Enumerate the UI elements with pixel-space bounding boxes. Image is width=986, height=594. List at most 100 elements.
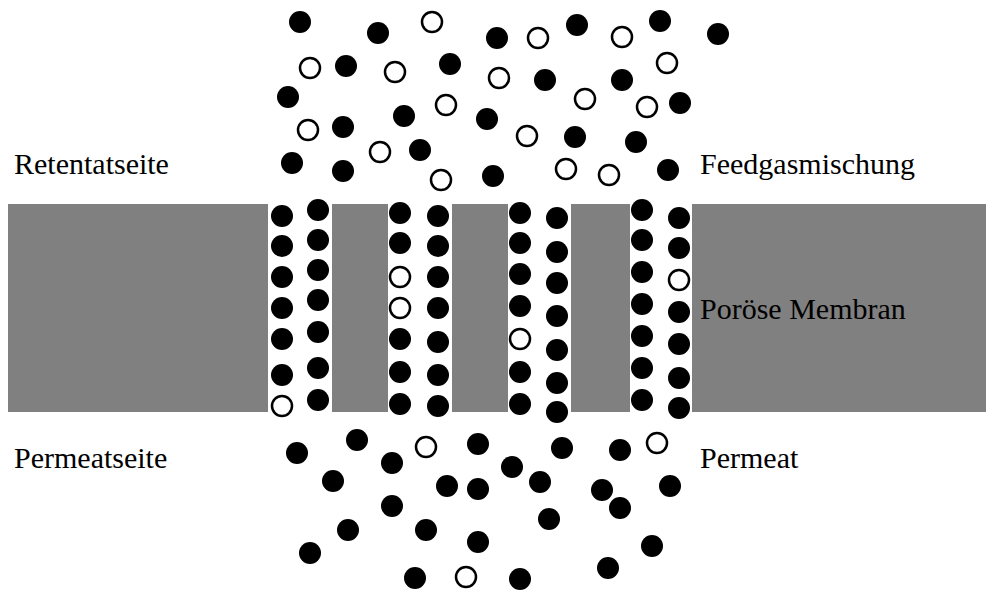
filled-molecule (538, 508, 560, 530)
filled-molecule (631, 229, 653, 251)
filled-molecule (322, 470, 344, 492)
filled-molecule (271, 235, 293, 257)
open-molecule (489, 68, 509, 88)
filled-molecule (307, 321, 329, 343)
filled-molecule (332, 116, 354, 138)
side-label: Retentatseite (14, 147, 169, 180)
filled-molecule (307, 389, 329, 411)
filled-molecule (367, 22, 389, 44)
filled-molecule (307, 289, 329, 311)
filled-molecule (668, 367, 690, 389)
filled-molecule (546, 272, 568, 294)
membrane-band (8, 204, 986, 412)
filled-molecule (509, 295, 531, 317)
open-molecule (657, 53, 677, 73)
filled-molecule (625, 131, 647, 153)
open-molecule (390, 298, 410, 318)
gas-molecules (271, 10, 729, 590)
open-molecule (456, 567, 476, 587)
filled-molecule (482, 165, 504, 187)
filled-molecule (381, 495, 403, 517)
filled-molecule (427, 331, 449, 353)
filled-molecule (546, 305, 568, 327)
filled-molecule (591, 479, 613, 501)
filled-molecule (476, 108, 498, 130)
filled-molecule (389, 393, 411, 415)
filled-molecule (467, 478, 489, 500)
open-molecule (528, 28, 548, 48)
filled-molecule (393, 105, 415, 127)
stream-label: Feedgasmischung (700, 147, 915, 180)
filled-molecule (289, 11, 311, 33)
filled-molecule (566, 14, 588, 36)
open-molecule (669, 270, 689, 290)
open-molecule (422, 12, 442, 32)
filled-molecule (668, 397, 690, 419)
filled-molecule (332, 160, 354, 182)
filled-molecule (534, 69, 556, 91)
filled-molecule (546, 207, 568, 229)
filled-molecule (486, 27, 508, 49)
filled-molecule (509, 263, 531, 285)
filled-molecule (415, 519, 437, 541)
filled-molecule (668, 333, 690, 355)
filled-molecule (427, 297, 449, 319)
filled-molecule (436, 475, 458, 497)
filled-molecule (546, 401, 568, 423)
filled-molecule (389, 328, 411, 350)
open-molecule (385, 62, 405, 82)
filled-molecule (281, 152, 303, 174)
filled-molecule (271, 328, 293, 350)
filled-molecule (501, 456, 523, 478)
filled-molecule (271, 205, 293, 227)
open-molecule (431, 170, 451, 190)
filled-molecule (509, 361, 531, 383)
filled-molecule (546, 372, 568, 394)
filled-molecule (307, 199, 329, 221)
filled-molecule (409, 139, 431, 161)
filled-molecule (271, 266, 293, 288)
filled-molecule (649, 10, 671, 32)
open-molecule (370, 142, 390, 162)
filled-molecule (346, 429, 368, 451)
filled-molecule (631, 357, 653, 379)
filled-molecule (669, 92, 691, 114)
filled-molecule (657, 159, 679, 181)
filled-molecule (564, 126, 586, 148)
filled-molecule (631, 261, 653, 283)
filled-molecule (381, 452, 403, 474)
open-molecule (517, 126, 537, 146)
open-molecule (575, 89, 595, 109)
filled-molecule (668, 237, 690, 259)
filled-molecule (427, 266, 449, 288)
membrane-band: Poröse Membran (8, 204, 986, 412)
open-molecule (612, 27, 632, 47)
filled-molecule (467, 531, 489, 553)
open-molecule (637, 97, 657, 117)
filled-molecule (427, 235, 449, 257)
membrane-label: Poröse Membran (700, 292, 906, 325)
filled-molecule (551, 437, 573, 459)
filled-molecule (659, 475, 681, 497)
filled-molecule (509, 202, 531, 224)
filled-molecule (529, 471, 551, 493)
filled-molecule (427, 395, 449, 417)
filled-molecule (609, 497, 631, 519)
open-molecule (647, 433, 667, 453)
filled-molecule (404, 567, 426, 589)
open-molecule (436, 95, 456, 115)
filled-molecule (597, 557, 619, 579)
open-molecule (416, 437, 436, 457)
open-molecule (300, 58, 320, 78)
filled-molecule (546, 241, 568, 263)
filled-molecule (307, 357, 329, 379)
filled-molecule (427, 364, 449, 386)
filled-molecule (427, 205, 449, 227)
open-molecule (556, 159, 576, 179)
filled-molecule (271, 297, 293, 319)
open-molecule (298, 120, 318, 140)
filled-molecule (389, 361, 411, 383)
filled-molecule (631, 293, 653, 315)
filled-molecule (337, 519, 359, 541)
filled-molecule (509, 568, 531, 590)
